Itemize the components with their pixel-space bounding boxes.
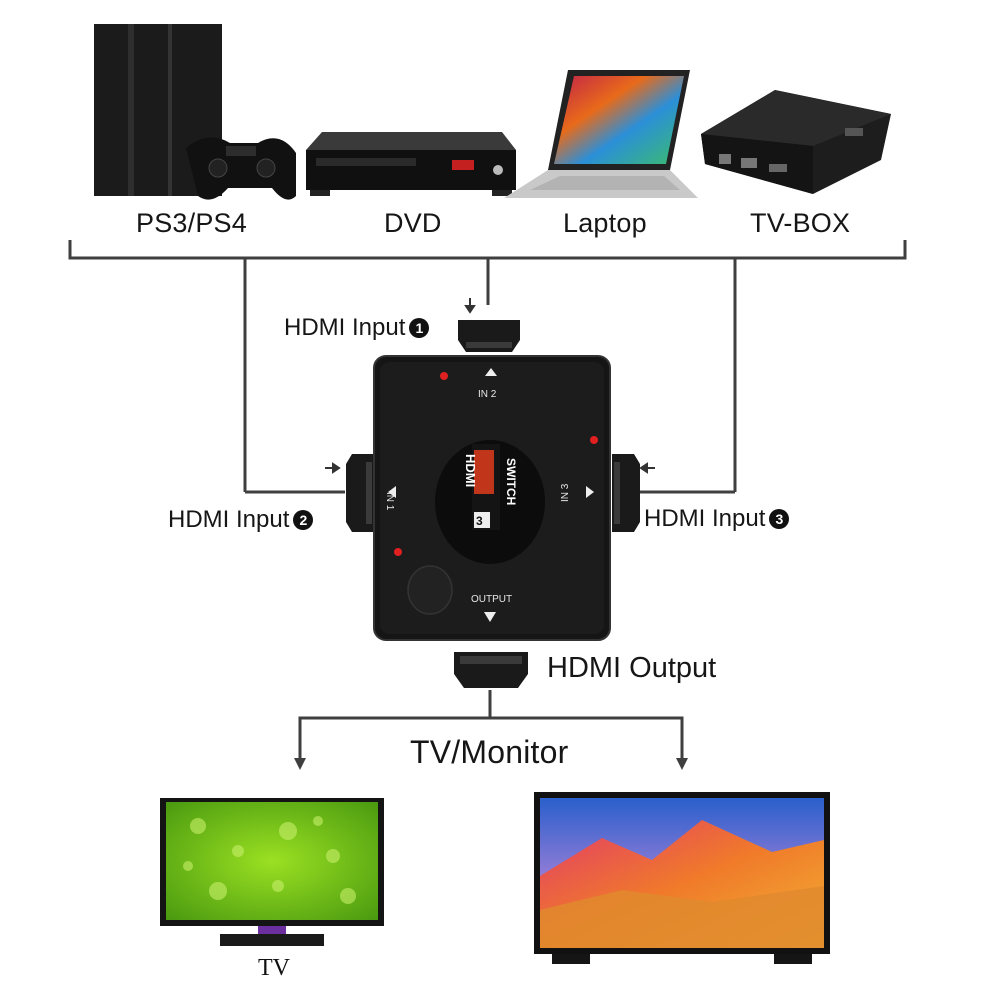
port-number-1: 1 <box>409 318 430 338</box>
hdmi-connector-input2 <box>346 454 374 532</box>
ps4-console-icon <box>94 24 296 200</box>
port-number-2: 2 <box>293 510 314 530</box>
dvd-player-icon <box>306 132 516 196</box>
switch-logo-switch: SWITCH <box>504 458 518 506</box>
tv-caption: TV <box>258 955 290 981</box>
tv-icon <box>160 798 384 946</box>
switch-logo-count: 3 <box>476 514 483 528</box>
switch-label-in2: IN 2 <box>478 389 497 400</box>
display-group-label: TV/Monitor <box>410 734 569 770</box>
hdmi-switch-body <box>373 355 611 641</box>
port-label-input2-text: HDMI Input <box>168 506 290 533</box>
laptop-icon <box>504 70 698 198</box>
device-label-laptop: Laptop <box>563 208 647 238</box>
switch-label-in3: IN 3 <box>560 483 571 502</box>
tv-box-icon <box>701 90 891 194</box>
switch-label-in1: IN 1 <box>384 492 395 511</box>
device-label-tvbox: TV-BOX <box>750 208 851 238</box>
device-label-dvd: DVD <box>384 208 442 238</box>
hdmi-connector-input3 <box>612 454 640 532</box>
switch-label-output: OUTPUT <box>471 594 513 605</box>
port-label-output: HDMI Output <box>547 652 717 684</box>
device-label-ps: PS3/PS4 <box>136 208 247 238</box>
port-label-input3-text: HDMI Input <box>644 505 766 532</box>
led-in2 <box>440 372 448 380</box>
hdmi-connector-input1 <box>458 320 520 352</box>
hdmi-connector-output <box>454 652 528 688</box>
monitor-icon <box>534 792 830 964</box>
led-in3 <box>590 436 598 444</box>
port-label-input1-text: HDMI Input <box>284 314 406 341</box>
led-in1 <box>394 548 402 556</box>
port-number-3: 3 <box>769 509 790 529</box>
switch-logo-hdmi: HDMI <box>463 454 478 488</box>
select-button <box>407 565 453 615</box>
